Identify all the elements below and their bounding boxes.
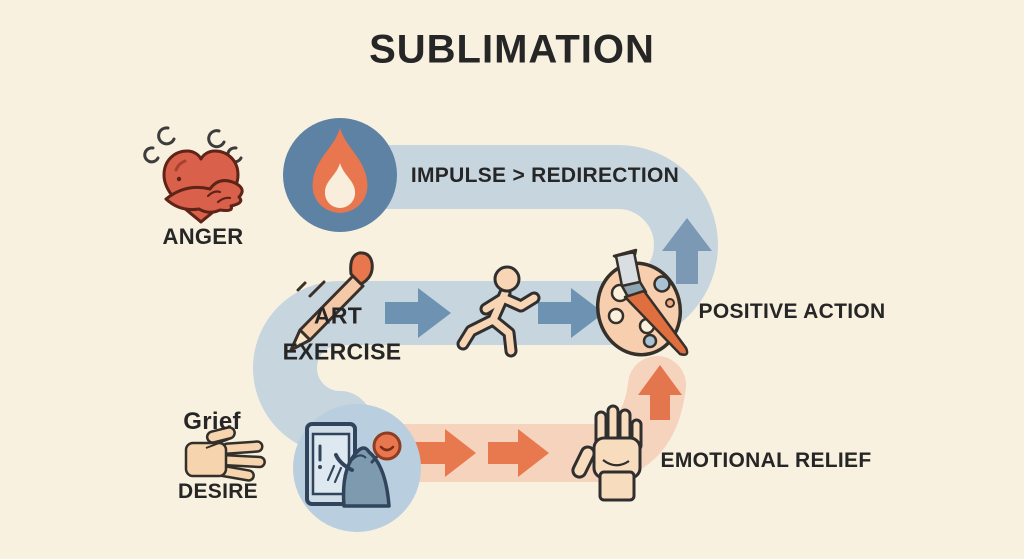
grief-label: Grief: [183, 408, 241, 435]
paint-palette-icon: [595, 248, 689, 357]
angry-heart-icon: [143, 126, 244, 224]
person-tablet-icon: [305, 422, 402, 508]
running-figure-icon: [456, 265, 541, 358]
emotional-relief-label: EMOTIONAL RELIEF: [660, 449, 872, 472]
open-hand-icon: [184, 426, 266, 482]
desire-label: DESIRE: [178, 480, 258, 503]
arrow-up-icon: [638, 365, 682, 420]
diagram-title: SUBLIMATION: [369, 27, 655, 72]
impulse-redirection-label: IMPULSE > REDIRECTION: [410, 164, 680, 187]
exercise-label: EXERCISE: [282, 338, 402, 365]
arrow-right-icon: [488, 429, 549, 477]
art-label: ART: [313, 302, 363, 329]
positive-action-label: POSITIVE ACTION: [698, 300, 886, 323]
arrow-right-icon: [538, 288, 604, 338]
raised-hand-icon: [571, 404, 643, 502]
arrow-up-icon: [662, 218, 712, 284]
arrow-right-icon: [415, 429, 476, 477]
pencil-icon: [289, 251, 374, 352]
arrow-right-icon: [385, 288, 451, 338]
anger-label: ANGER: [162, 224, 244, 249]
flame-icon: [312, 128, 368, 213]
